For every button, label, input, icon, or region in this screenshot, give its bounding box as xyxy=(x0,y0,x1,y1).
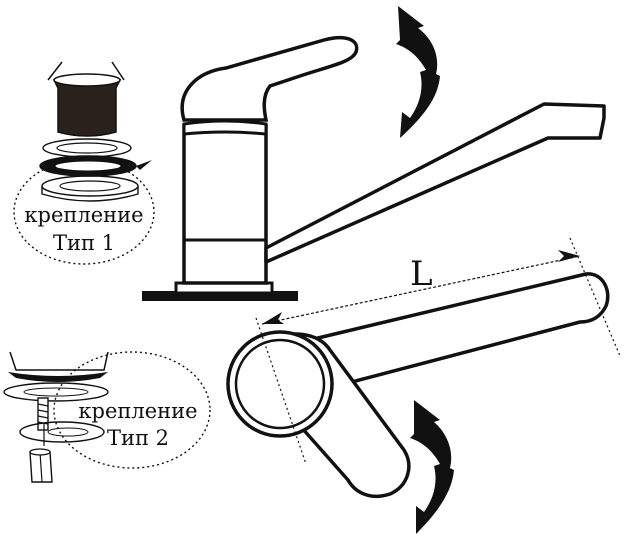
faucet-top-view xyxy=(226,237,621,499)
mount-type-2-hex-nut-edge xyxy=(39,451,43,483)
rotation-arrow-bottom-shape xyxy=(410,400,454,534)
mount-type-2-stud xyxy=(37,397,49,431)
mount-type-1-gasket-tab xyxy=(136,160,152,170)
countertop-line xyxy=(142,291,298,301)
faucet-side-view xyxy=(142,35,606,301)
dimension-arrowhead-left xyxy=(262,312,284,324)
rotation-arrow-top-shape xyxy=(396,6,440,138)
rotation-arrow-bottom xyxy=(410,400,454,534)
faucet-body xyxy=(182,124,268,285)
mount-type-2-illustration xyxy=(3,351,211,483)
faucet-spout xyxy=(264,102,606,264)
mount-type-1-gasket-hole xyxy=(54,160,122,172)
mount-type-1-dotted-outline xyxy=(13,159,155,265)
faucet-lever-handle xyxy=(180,35,359,122)
dimension-line xyxy=(261,255,581,325)
mount-type-1-ring-hole xyxy=(59,180,121,192)
mount-type-1-label-name: Тип 1 xyxy=(52,231,116,255)
mount-type-2-label-word: крепление xyxy=(78,399,198,423)
dimension-extension-right xyxy=(569,237,621,357)
rotation-arrow-top xyxy=(396,6,440,138)
mount-type-1-hang-lines xyxy=(47,61,125,81)
mount-type-2-washer xyxy=(3,382,109,402)
faucet-body-cap xyxy=(182,119,268,136)
mount-type-2-clamp-hole xyxy=(47,427,89,437)
mount-type-2-dotted-outline xyxy=(53,351,211,469)
faucet-top-body-inner xyxy=(234,338,326,430)
mount-type-2-top-plate xyxy=(9,351,109,371)
mount-type-2-hex-nut-top xyxy=(29,448,51,456)
dimension-label: L xyxy=(410,254,433,294)
mount-type-1-label-word: крепление xyxy=(24,203,144,227)
mount-type-2-top-gasket xyxy=(8,372,108,382)
mount-type-1-nut-top xyxy=(53,73,121,87)
dimension-extension-left xyxy=(255,317,307,465)
mount-type-1-washer-1-hole xyxy=(56,142,118,154)
mount-type-1-washer-1 xyxy=(42,138,132,158)
mount-type-2-stud-thread xyxy=(37,403,49,425)
mount-type-1-ring-side xyxy=(41,186,139,202)
mount-type-1-nut xyxy=(52,79,122,137)
mount-type-2-washer-hole xyxy=(23,387,89,397)
dimension-arrowhead-right xyxy=(558,250,580,262)
mount-type-2-clamp xyxy=(19,421,105,443)
faucet-top-spout xyxy=(316,272,610,386)
mount-type-2-label-name: Тип 2 xyxy=(106,426,170,450)
mount-type-1-illustration xyxy=(13,61,155,265)
mount-type-1-ring xyxy=(41,175,139,197)
